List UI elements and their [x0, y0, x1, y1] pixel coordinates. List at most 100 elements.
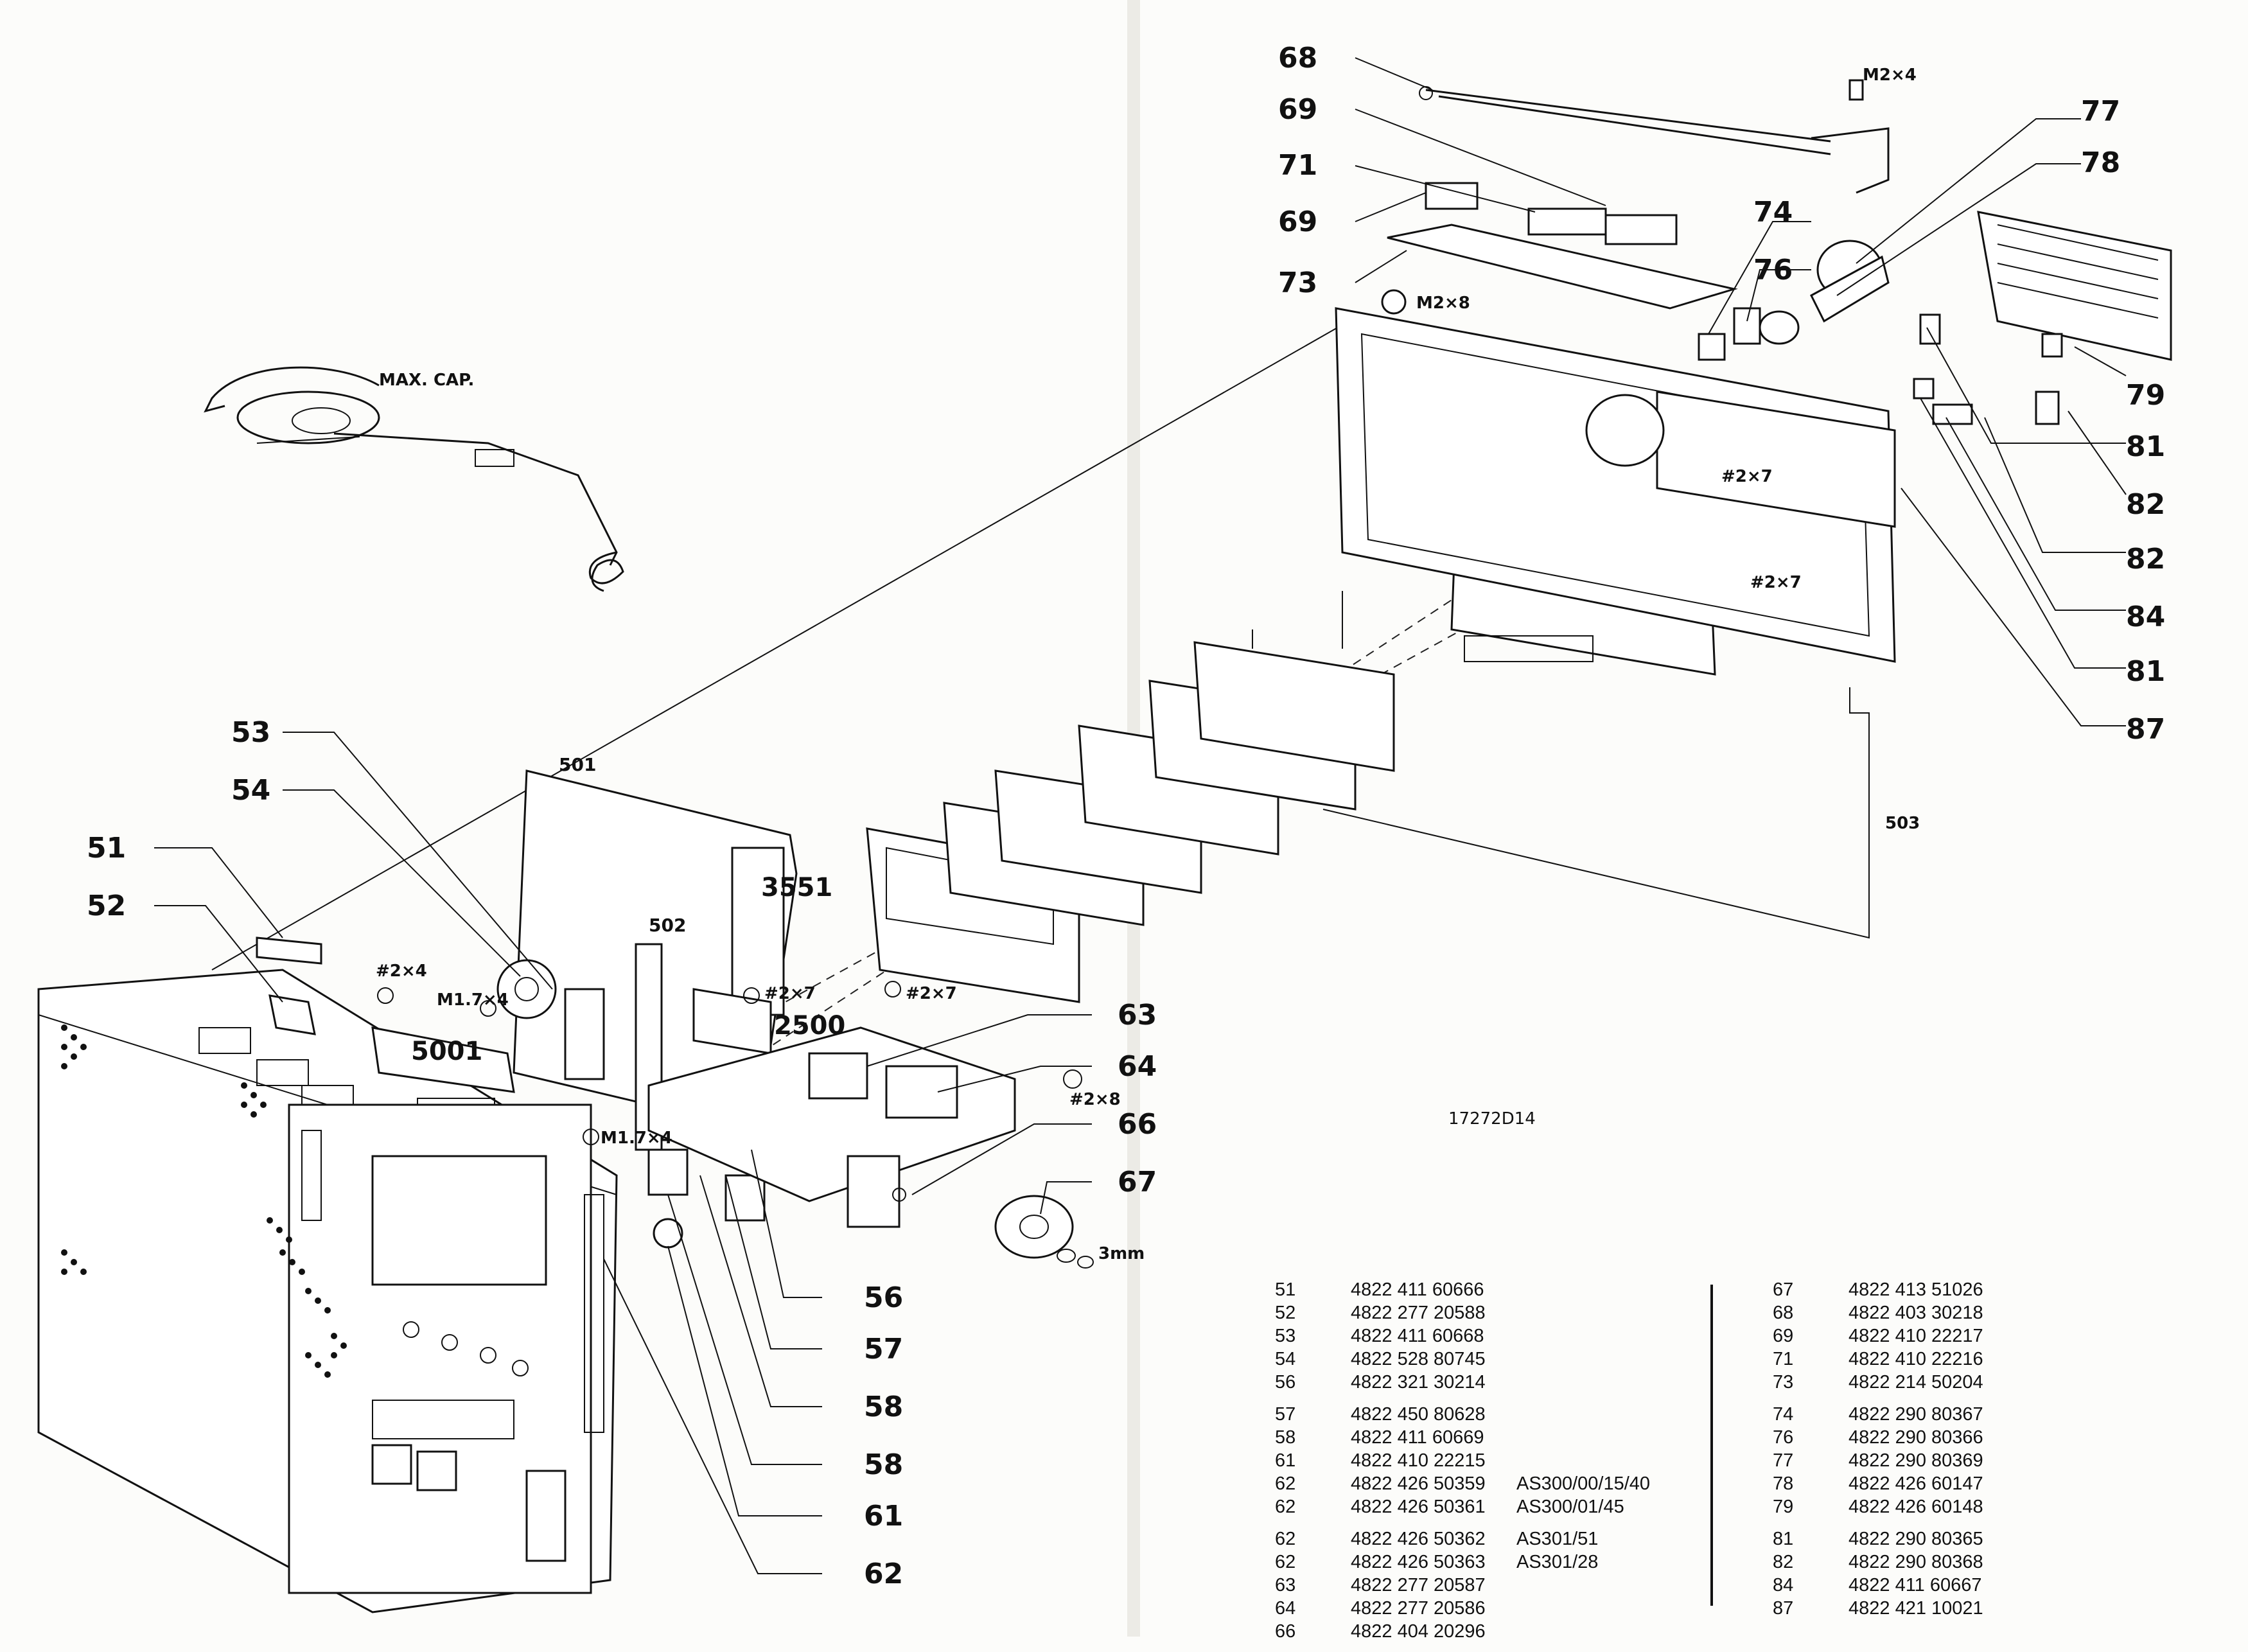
dial-scale-bracket [564, 988, 605, 1080]
switch-64 [885, 1065, 958, 1119]
parts-cell-n: 87 [1773, 1598, 1794, 1619]
parts-cell-n: 84 [1773, 1575, 1794, 1595]
parts-row: 84 4822 411 60667 [1773, 1574, 2014, 1597]
callout-63: 63 [1118, 999, 1157, 1032]
rotation-arrow-icon [204, 366, 380, 413]
callout-73: 73 [1278, 267, 1317, 299]
antenna-68 [1425, 89, 1831, 143]
callout-62: 62 [864, 1558, 903, 1590]
parts-cell-n: 74 [1773, 1404, 1794, 1425]
callout-77: 77 [2081, 95, 2120, 128]
parts-cell-code: 4822 411 60669 [1351, 1427, 1484, 1448]
part-69-a [1425, 182, 1479, 210]
front-button-a [371, 1444, 412, 1485]
screw-2x7-c [743, 987, 760, 1004]
dial-cord [333, 432, 618, 566]
callout-79: 79 [2126, 379, 2165, 412]
parts-cell-code: 4822 411 60667 [1848, 1575, 1982, 1595]
display-frame-stack [866, 591, 1395, 1003]
parts-cell-n: 61 [1275, 1450, 1296, 1471]
part-71 [1527, 207, 1607, 236]
screw-2x7-d [884, 981, 901, 997]
assembly-axis-dashed-2 [642, 507, 1594, 1131]
parts-cell-n: 56 [1275, 1372, 1296, 1393]
parts-cell-n: 62 [1275, 1552, 1296, 1572]
front-cabinet [37, 969, 618, 1613]
callout-69-b: 69 [1278, 206, 1317, 238]
callout-54: 54 [231, 774, 270, 807]
parts-cell-code: 4822 290 80366 [1848, 1427, 1983, 1448]
screw-m2x4 [1848, 79, 1864, 101]
callout-71: 71 [1278, 149, 1317, 182]
callout-68: 68 [1278, 42, 1317, 75]
parts-cell-code: 4822 450 80628 [1351, 1404, 1486, 1425]
parts-cell-n: 57 [1275, 1404, 1296, 1425]
rear-cabinet [1335, 307, 1896, 663]
callout-66: 66 [1118, 1108, 1157, 1141]
parts-cell-code: 4822 411 60668 [1351, 1326, 1484, 1346]
label-pcb-503: 503 [1885, 814, 1920, 833]
component-5001 [371, 1026, 515, 1093]
callout-58-a: 58 [864, 1391, 903, 1423]
label-2x7-c: #2×7 [764, 984, 816, 1003]
parts-cell-n: 62 [1275, 1473, 1296, 1494]
screw-m17x4-a [480, 1000, 496, 1017]
parts-cell-var [1516, 1324, 1658, 1348]
parts-cell-var [1516, 1301, 1658, 1324]
label-2x7-d: #2×7 [906, 984, 957, 1003]
parts-cell-n: 62 [1275, 1497, 1296, 1517]
parts-cell-code: 4822 410 22217 [1848, 1326, 1983, 1346]
part-76-star [1759, 310, 1800, 345]
parts-cell-n: 81 [1773, 1529, 1794, 1549]
callout-61: 61 [864, 1500, 903, 1533]
parts-cell-code: 4822 410 22215 [1351, 1450, 1486, 1471]
parts-cell-n: 51 [1275, 1279, 1296, 1300]
parts-cell-var [1516, 1348, 1658, 1371]
parts-cell-code: 4822 290 80369 [1848, 1450, 1983, 1471]
parts-cell-code: 4822 290 80367 [1848, 1404, 1983, 1425]
part-74 [1698, 333, 1726, 361]
part-81-b [1913, 378, 1935, 400]
part-82-b [2035, 391, 2060, 425]
label-2x4: #2×4 [376, 962, 427, 981]
callout-leaders [154, 57, 2127, 1574]
parts-cell-n: 76 [1773, 1427, 1794, 1448]
front-button-b [416, 1450, 457, 1491]
label-2x7-a: #2×7 [1721, 467, 1773, 486]
parts-cell-n: 58 [1275, 1427, 1296, 1448]
top-parts [1381, 79, 2172, 425]
parts-cell-var [1516, 1426, 1658, 1449]
parts-cell-n: 54 [1275, 1349, 1296, 1369]
parts-cell-var [1516, 1620, 1658, 1643]
label-pcb-501: 501 [559, 754, 596, 775]
callout-56: 56 [864, 1281, 903, 1314]
parts-cell-code: 4822 214 50204 [1848, 1372, 1983, 1393]
parts-group: 57 4822 450 80628 58 4822 411 60669 61 4822 4… [1275, 1403, 1658, 1518]
antenna-bracket [1811, 127, 1890, 194]
parts-cell-n: 78 [1773, 1473, 1794, 1494]
callout-82-a: 82 [2126, 488, 2165, 521]
parts-cell-n: 71 [1773, 1349, 1794, 1369]
parts-row: 58 4822 411 60669 [1275, 1426, 1658, 1449]
parts-cell-code: 4822 426 50363 [1351, 1552, 1486, 1572]
assembly-axis-line [211, 321, 1349, 971]
callout-81-b: 81 [2126, 655, 2165, 688]
component-3551 [731, 847, 785, 1016]
parts-cell-n: 67 [1773, 1279, 1794, 1300]
battery-door-79 [1977, 211, 2172, 361]
callout-87: 87 [2126, 713, 2165, 746]
parts-cell-n: 79 [1773, 1497, 1794, 1517]
